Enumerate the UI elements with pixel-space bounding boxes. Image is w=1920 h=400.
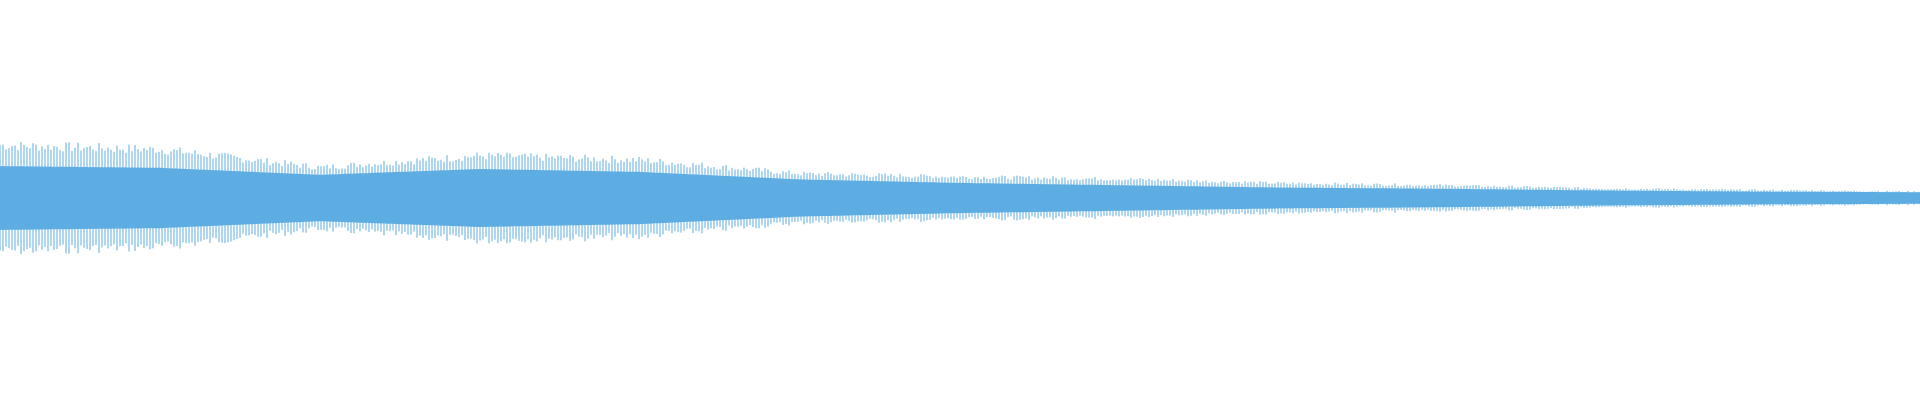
waveform-oscillation	[0, 141, 1920, 255]
